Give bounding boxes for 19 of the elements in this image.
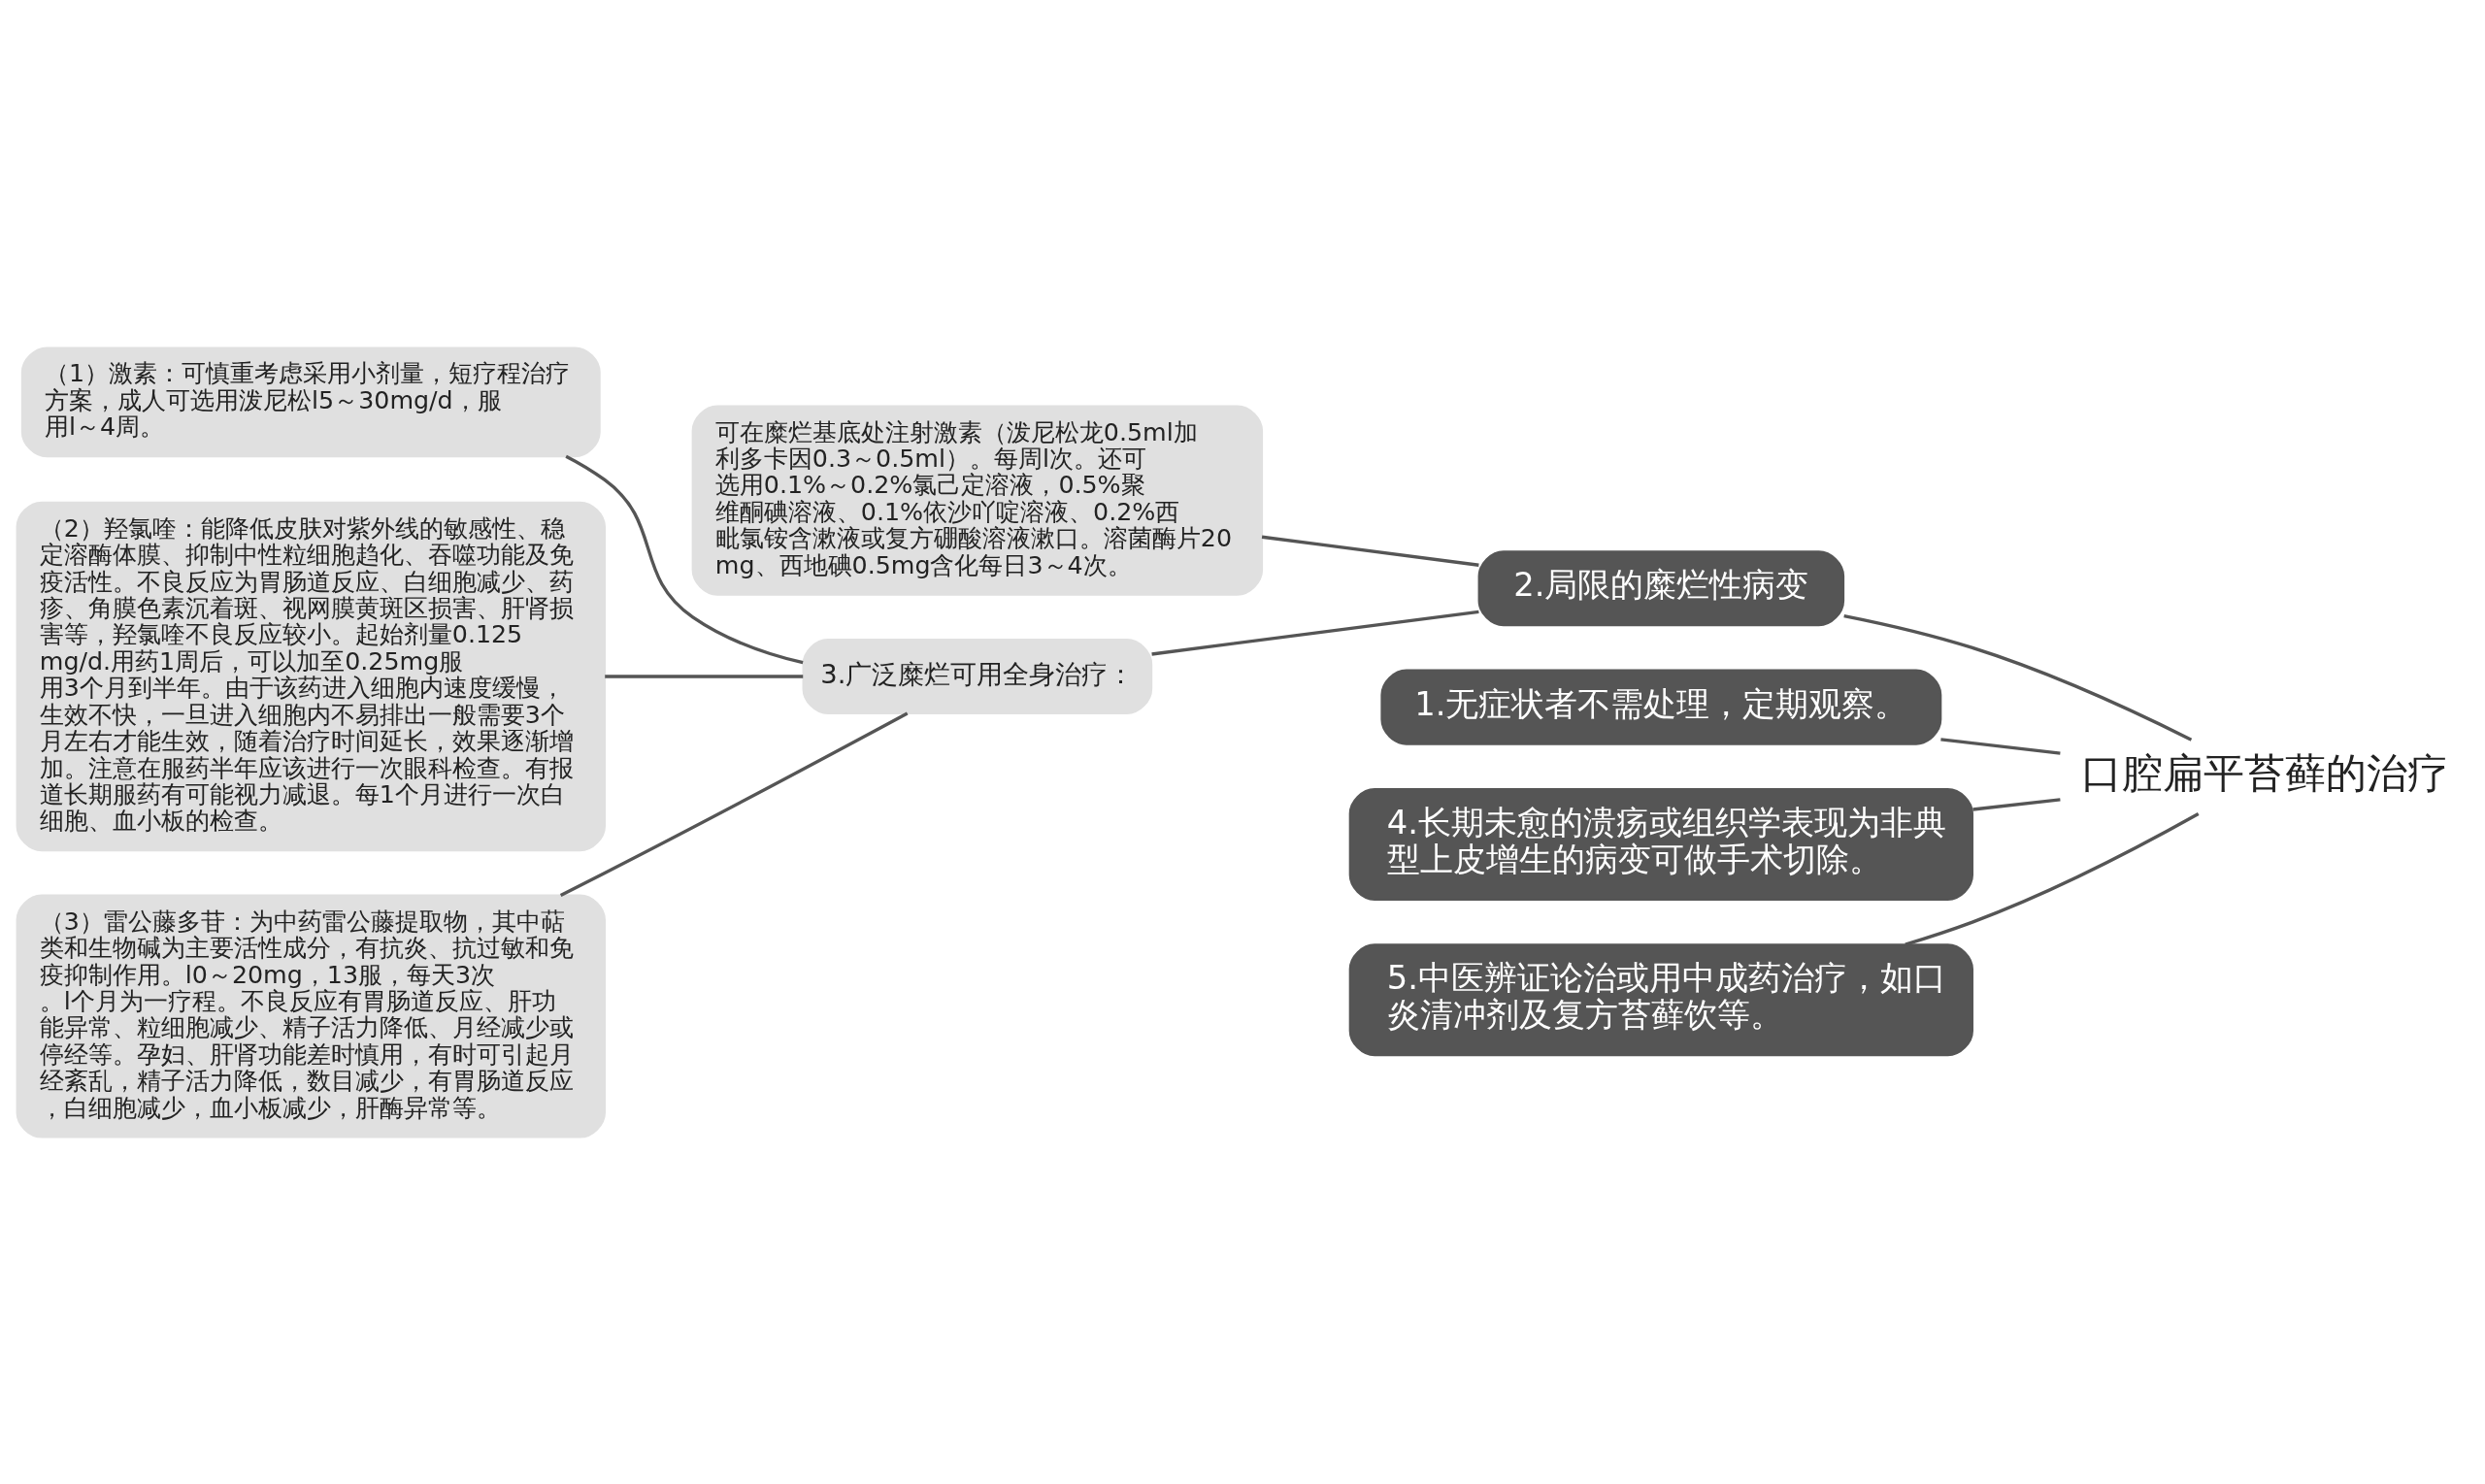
node-box: 可在糜烂基底处注射激素（泼尼松龙0.5ml加利多卡因0.3～0.5ml）。每周l次。还可选用0.1%～0.2%氯己定溶液，0.5%聚维酮碘溶液、0.1%依沙吖啶溶液、0.2%西毗氯铵含漱液或复方硼酸溶液漱口。溶菌酶片20mg、西地碘0.5mg含化每日3～4次。 <box>691 405 1264 596</box>
connector <box>1905 811 2200 946</box>
node-box: 2.局限的糜烂性病变 <box>1477 549 1845 626</box>
node-box: 3.广泛糜烂可用全身治疗： <box>802 638 1153 714</box>
node-box: （2）羟氯喹：能降低皮肤对紫外线的敏感性、稳定溶酶体膜、抑制中性粒细胞趋化、吞噬功能及免疫活性。不良反应为胃肠道反应、白细胞减少、药疹、角膜色素沉着斑、视网膜黄斑区损害、肝肾损害等，羟氯喹不良反应较小。起始剂量0.125mg/d.用药1周后，可以加至0.25mg服用3个月到半年。由于该药进入细胞内速度缓慢，生效不快，一旦进入细胞内不易排出一般需要3个月左右才能生效，随着治疗时间延长，效果逐渐增加。注意在服药半年应该进行一次眼科检查。有报道长期服药有可能视力减退。每1个月进行一次白细胞、血小板的检查。 <box>16 501 606 851</box>
node-box: （1）激素：可慎重考虑采用小剂量，短疗程治疗方案，成人可选用泼尼松l5～30mg/d，服用l～4周。 <box>20 346 601 457</box>
connector <box>1261 535 1479 567</box>
node-box: 1.无症状者不需处理，定期观察。 <box>1380 669 1942 745</box>
connector <box>1972 797 2061 811</box>
connector <box>559 710 909 897</box>
connector <box>1843 613 2193 742</box>
node-box: （3）雷公藤多苷：为中药雷公藤提取物，其中萜类和生物碱为主要活性成分，有抗炎、抗过敏和免疫抑制作用。l0～20mg，13服，每天3次。l个月为一疗程。不良反应有胃肠道反应、肝功能异常、粒细胞减少、精子活力降低、月经减少或停经等。孕妇、肝肾功能差时慎用，有时可引起月经紊乱，精子活力降低，数目减少，有胃肠道反应，白细胞减少，血小板减少，肝酶异常等。 <box>16 894 606 1138</box>
node-text: 口腔扁平苔藓的治疗 <box>2080 748 2448 797</box>
node-box: 4.长期未愈的溃疡或组织学表现为非典型上皮增生的病变可做手术切除。 <box>1348 787 1973 901</box>
node-box: 5.中医辨证论治或用中成药治疗，如口炎清冲剂及复方苔藓饮等。 <box>1348 942 1973 1056</box>
connector <box>565 454 804 664</box>
connector <box>605 674 804 678</box>
connector <box>1940 737 2061 755</box>
connector <box>1151 610 1479 656</box>
